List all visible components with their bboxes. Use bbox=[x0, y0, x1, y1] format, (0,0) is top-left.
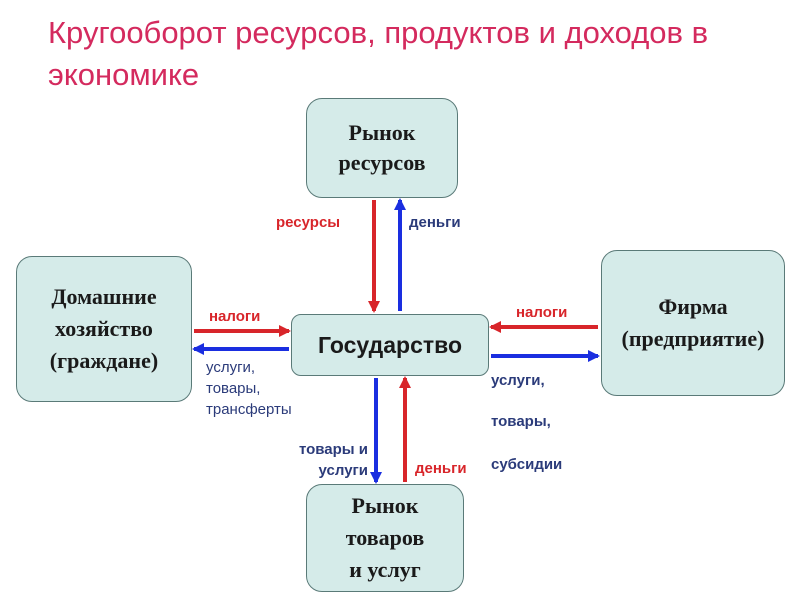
taxes-left-label: налоги bbox=[209, 308, 261, 325]
household-label: Домашние хозяйство (граждане) bbox=[49, 284, 159, 373]
firm-label: Фирма (предприятие) bbox=[621, 294, 765, 351]
money-top-label: деньги bbox=[409, 214, 461, 231]
household-node: Домашние хозяйство (граждане) bbox=[16, 256, 192, 402]
goods-market-node: Рынок товаров и услуг bbox=[306, 484, 464, 592]
money-bottom-label: деньги bbox=[415, 460, 467, 477]
resource-market-node: Рынок ресурсов bbox=[306, 98, 458, 198]
services-right-label-2: товары, bbox=[491, 413, 551, 430]
page-title: Кругооборот ресурсов, продуктов и доходо… bbox=[48, 15, 709, 92]
state-node: Государство bbox=[291, 314, 489, 376]
resource-market-label: Рынок ресурсов bbox=[338, 120, 426, 175]
state-label: Государство bbox=[317, 331, 463, 358]
goods-market-label: Рынок товаров и услуг bbox=[345, 493, 425, 582]
services-left-label: услуги, товары, трансферты bbox=[206, 359, 292, 418]
resources-label: ресурсы bbox=[276, 214, 341, 231]
firm-node: Фирма (предприятие) bbox=[601, 250, 785, 396]
goods-services-label: товары и услуги bbox=[298, 441, 368, 479]
taxes-right-label: налоги bbox=[516, 304, 568, 321]
services-right-label-1: услуги, bbox=[491, 372, 545, 389]
services-right-label-3: субсидии bbox=[491, 456, 563, 473]
